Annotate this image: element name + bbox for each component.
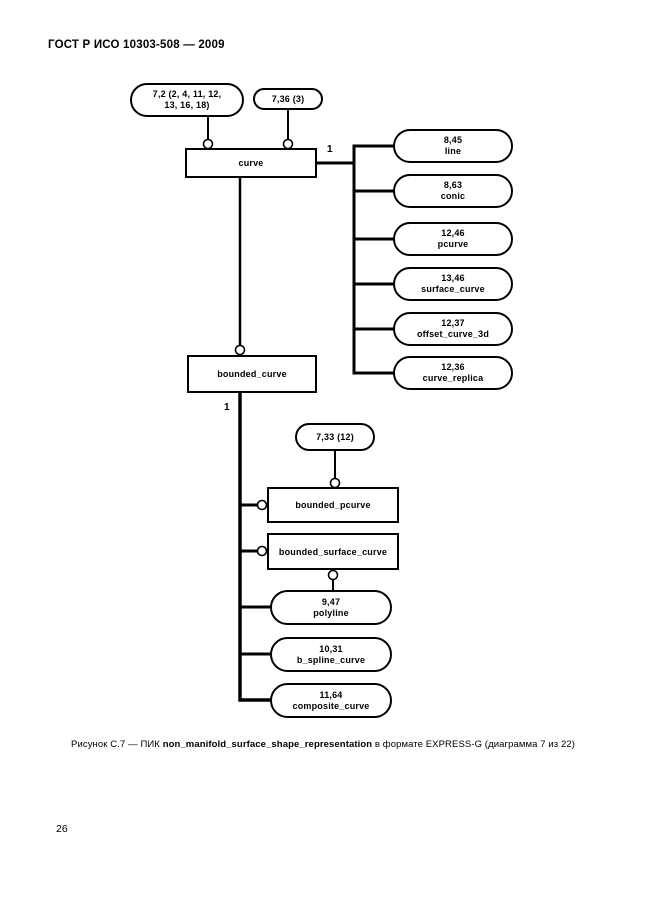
entity-label-curve: curve [238,158,264,168]
subtype-oval-line: 8,45 line [393,129,513,163]
entity-label-bounded-pcurve: bounded_pcurve [295,500,371,510]
page-ref-oval-7-33: 7,33 (12) [295,423,375,451]
subtype-ref: 12,37 [441,318,465,328]
caption-entity-name: non_manifold_surface_shape_representatio… [162,739,373,750]
subtype-oval-pcurve: 12,46 pcurve [393,222,513,256]
page-number: 26 [56,823,68,835]
page-ref-text: 7,33 (12) [316,431,354,442]
page-ref-text: 7,36 (3) [271,93,305,104]
page-ref-text: 13, 16, 18) [164,100,210,110]
subtype-label: b_spline_curve [296,654,366,665]
page-ref-text: 7,2 (2, 4, 11, 12, [152,89,222,99]
subtype-label: line [444,146,462,156]
page-ref-oval-7-2: 7,2 (2, 4, 11, 12, 13, 16, 18) [130,83,244,117]
subtype-oval-polyline: 9,47 polyline [270,590,392,625]
cardinality-label-curve: 1 [327,144,333,155]
cardinality-label-bounded-curve: 1 [224,402,230,413]
subtype-ref: 13,46 [441,273,465,283]
subtype-label: curve_replica [422,373,484,383]
subtype-label: surface_curve [421,284,485,294]
entity-label-bounded-surface-curve: bounded_surface_curve [278,546,388,557]
subtype-oval-curve-replica: 12,36 curve_replica [393,356,513,390]
subtype-ref: 8,45 [443,135,463,145]
document-header: ГОСТ Р ИСО 10303-508 — 2009 [48,39,225,51]
page-ref-oval-7-36: 7,36 (3) [253,88,323,110]
entity-box-curve: curve [185,148,317,178]
subtype-ref: 10,31 [319,643,343,654]
entity-label-bounded-curve: bounded_curve [217,369,287,379]
subtype-ref: 9,47 [321,596,341,607]
caption-suffix: в формате EXPRESS-G (диаграмма 7 из 22) [372,739,575,750]
subtype-label: composite_curve [292,700,370,711]
subtype-oval-offset-curve-3d: 12,37 offset_curve_3d [393,312,513,346]
subtype-label: pcurve [437,239,469,249]
subtype-label: polyline [313,607,349,618]
subtype-label: offset_curve_3d [416,329,490,339]
figure-caption: Рисунок С.7 — ПИК non_manifold_surface_s… [0,739,646,750]
caption-prefix: Рисунок С.7 — ПИК [71,739,163,750]
entity-box-bounded-surface-curve: bounded_surface_curve [267,533,399,570]
subtype-oval-composite-curve: 11,64 composite_curve [270,683,392,718]
entity-box-bounded-curve: bounded_curve [187,355,317,393]
subtype-oval-surface-curve: 13,46 surface_curve [393,267,513,301]
subtype-oval-conic: 8,63 conic [393,174,513,208]
subtype-label: conic [440,191,466,201]
subtype-ref: 11,64 [319,689,343,700]
subtype-ref: 8,63 [443,180,463,190]
subtype-ref: 12,46 [441,228,465,238]
subtype-oval-b-spline-curve: 10,31 b_spline_curve [270,637,392,672]
entity-box-bounded-pcurve: bounded_pcurve [267,487,399,523]
subtype-ref: 12,36 [441,362,465,372]
